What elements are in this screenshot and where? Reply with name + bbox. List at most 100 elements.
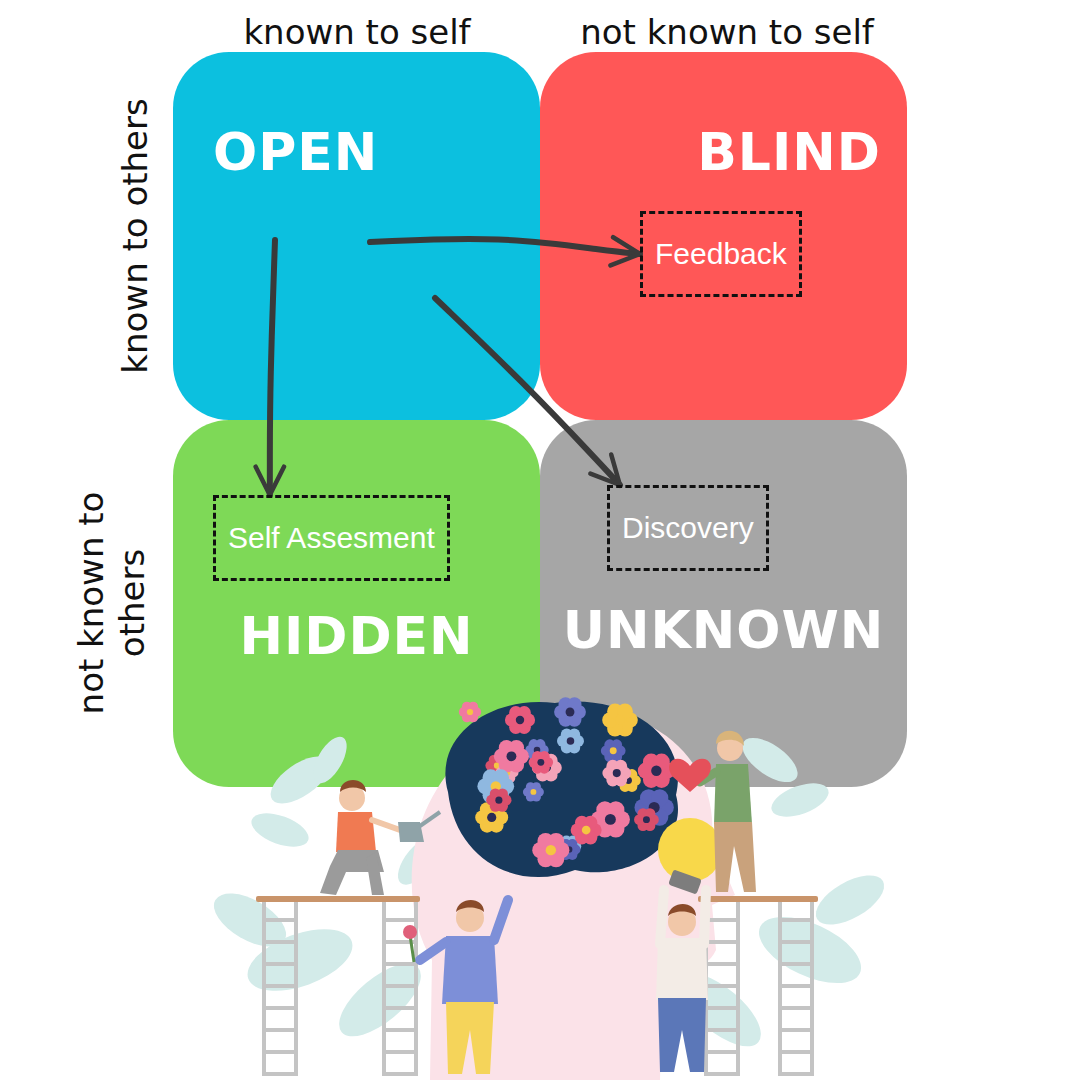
arrow-connector [270,240,275,495]
dashed-box: Self Assesment [213,495,450,581]
arrow-connector [435,298,620,485]
flower [532,833,569,867]
box-label: Self Assesment [228,520,435,556]
ladder-rung [264,1028,296,1032]
flower [505,706,535,734]
quadrant-title: OPEN [213,124,378,181]
ladder-rung [264,918,296,922]
ladder-rung [706,918,738,922]
ladder-rung [706,940,738,944]
ladder-rung [384,918,416,922]
ladder-rung [384,1006,416,1010]
woman-with-heart [669,731,756,892]
flower-center [487,813,496,822]
illustration-shape [704,890,706,944]
illustration-shape [668,869,702,894]
ladder-rung [264,940,296,944]
illustration-shape [808,865,892,934]
standing-man-with-flower [403,900,508,1074]
illustration-shape [658,998,706,1072]
illustration-shape [340,780,366,792]
flower [523,782,544,801]
illustration-shape [446,1002,494,1074]
ladder-rung [264,1072,296,1076]
flower-center [605,814,616,825]
illustration-shape [656,938,708,1000]
ladder-rungs [264,920,812,1074]
ladder-rung [264,1006,296,1010]
illustration-shape [668,904,696,916]
flower [602,704,638,737]
light-bulb [658,818,722,895]
flower [634,808,659,831]
platform [256,896,420,902]
flower-center [516,716,524,724]
ladder-rung [706,1006,738,1010]
flower-center [530,789,536,795]
illustration-shape [658,818,722,882]
brain-flowers [459,697,675,867]
flower-center [546,845,556,855]
dashed-box: Discovery [607,485,769,571]
illustration-shape [307,731,354,788]
flower-center [495,797,502,804]
quadrant-fills [173,52,907,787]
flower-center [610,747,617,754]
platform [698,896,818,902]
illustration-shape [372,820,400,830]
box-label: Discovery [622,510,754,546]
dashed-box: Feedback [640,211,802,297]
ladder-rung [780,1028,812,1032]
flower [554,697,586,726]
quadrant-box: OPEN [173,52,540,420]
quadrant-title: HIDDEN [173,608,540,665]
quadrant-box: HIDDEN Self Assesment [173,420,540,787]
connectors [270,239,640,495]
ladder-rung [780,940,812,944]
ladder-rung [384,1050,416,1054]
flower-center [613,769,621,777]
axis-label: known to self [243,12,470,53]
box-label: Feedback [655,236,787,272]
kneeling-woman [320,780,440,895]
ladder-rung [780,918,812,922]
illustration-shape [320,850,384,895]
illustration-shape [410,935,414,962]
quadrant-fill [540,52,907,420]
quadrant-title: BLIND [697,124,881,181]
ladder-rung [780,1006,812,1010]
ladder-rung [706,1028,738,1032]
mind-illustration [205,697,892,1080]
quadrant-box: BLIND Feedback [540,52,907,420]
ladders [264,900,812,1076]
flower [602,760,631,787]
illustration-shape [456,900,484,912]
quadrant-title: UNKNOWN [540,602,907,659]
illustration-shape [403,925,417,939]
arrow-connector [370,239,640,254]
ladder-rung [706,1072,738,1076]
man-with-bulb [656,890,708,1072]
ladder-rung [264,1050,296,1054]
illustration-shape [442,936,498,1004]
flower [638,754,675,788]
quadrant-box: UNKNOWN Discovery [540,420,907,787]
ladder-rung [384,1028,416,1032]
ladder-rung [780,1050,812,1054]
flower [486,788,511,811]
ladder-rung [780,1072,812,1076]
illustration-shape [669,759,711,792]
ladder-rung [780,984,812,988]
flower [529,751,553,774]
ladder-rung [384,1072,416,1076]
illustration-shape [494,900,508,940]
illustration-shape [420,942,446,960]
flower [557,728,584,753]
flower-center [582,826,591,835]
ladder-rung [264,984,296,988]
illustration-shape [767,777,833,824]
flower [494,740,529,773]
